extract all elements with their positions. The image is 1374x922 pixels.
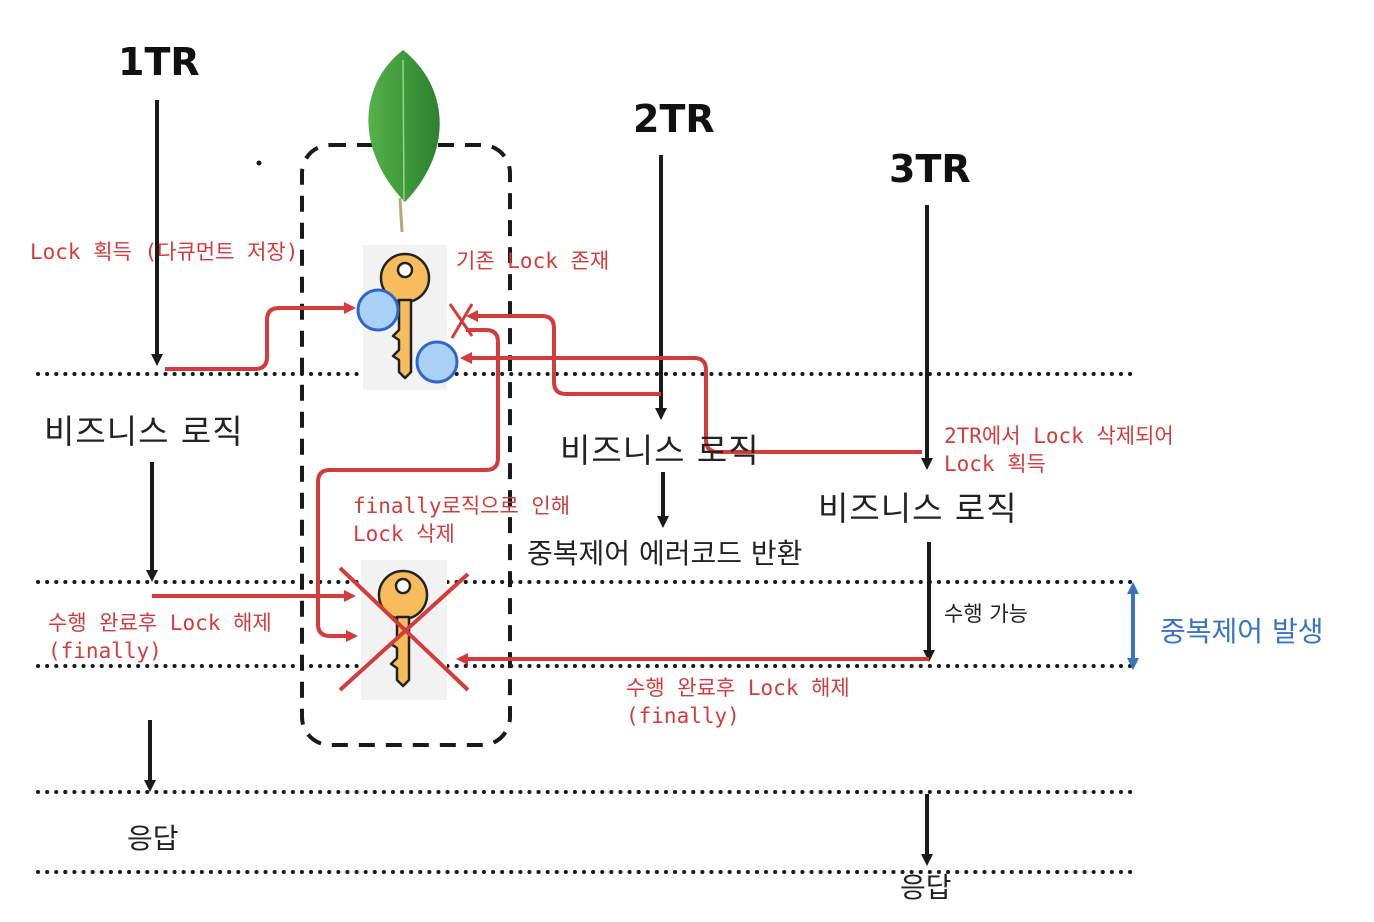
- tr1-business-logic: 비즈니스 로직: [44, 412, 244, 451]
- lock-anchor-circle: [356, 288, 400, 332]
- tr2-title: 2TR: [633, 97, 715, 141]
- finally-delete-note-line1: finally로직으로 인해: [353, 494, 571, 518]
- key-icon: [363, 245, 447, 390]
- executable-label: 수행 가능: [944, 602, 1028, 626]
- tr3-response-label: 응답: [900, 871, 952, 904]
- tr2-business-logic: 비즈니스 로직: [560, 431, 760, 470]
- finally-delete-note: finally로직으로 인해 Lock 삭제: [353, 492, 570, 548]
- tr3-acquire-arrow: [460, 352, 922, 454]
- finally-delete-arrow: [316, 328, 500, 642]
- tr1-release-note: 수행 완료후 Lock 해제 (finally): [48, 609, 272, 665]
- tr3-release-note-line1: 수행 완료후 Lock 해제: [626, 676, 850, 700]
- mongodb-leaf-icon: [368, 50, 440, 233]
- lock-store-box: [300, 143, 512, 747]
- lock-acquire-note: Lock 획득 (다큐먼트 저장): [30, 240, 299, 264]
- acquire-arrow: [165, 302, 356, 371]
- finally-delete-note-line2: Lock 삭제: [353, 522, 455, 546]
- tr3-lock-note-line1: 2TR에서 Lock 삭제되어: [944, 424, 1174, 448]
- tr1-response-label: 응답: [127, 822, 179, 855]
- tr3-lock-note: 2TR에서 Lock 삭제되어 Lock 획득: [944, 422, 1174, 478]
- lock-anchor-circle: [415, 340, 459, 384]
- rejected-mark: [448, 303, 474, 339]
- duplicate-error-label: 중복제어 에러코드 반환: [527, 537, 803, 570]
- tr3-title: 3TR: [889, 147, 971, 191]
- tr1-release-note-line1: 수행 완료후 Lock 해제: [48, 611, 272, 635]
- tr1-release-note-line2: (finally): [48, 639, 162, 663]
- tr3-release-note-line2: (finally): [626, 704, 740, 728]
- existing-lock-note: 기존 Lock 존재: [456, 249, 610, 273]
- tr3-release-note: 수행 완료후 Lock 해제 (finally): [626, 674, 850, 730]
- phase-dividers: [36, 372, 1138, 874]
- duplicate-occurred-label: 중복제어 발생: [1160, 615, 1324, 648]
- tr3-lock-note-line2: Lock 획득: [944, 452, 1046, 476]
- flow-arrows: [144, 100, 935, 866]
- tr2-existing-lock-arrow: [466, 310, 661, 396]
- tr1-title: 1TR: [118, 40, 200, 84]
- tr3-business-logic: 비즈니스 로직: [818, 489, 1018, 528]
- lock-flow-arrows: [152, 302, 929, 665]
- stray-dot: [256, 160, 262, 166]
- crossed-key-icon: [338, 560, 470, 700]
